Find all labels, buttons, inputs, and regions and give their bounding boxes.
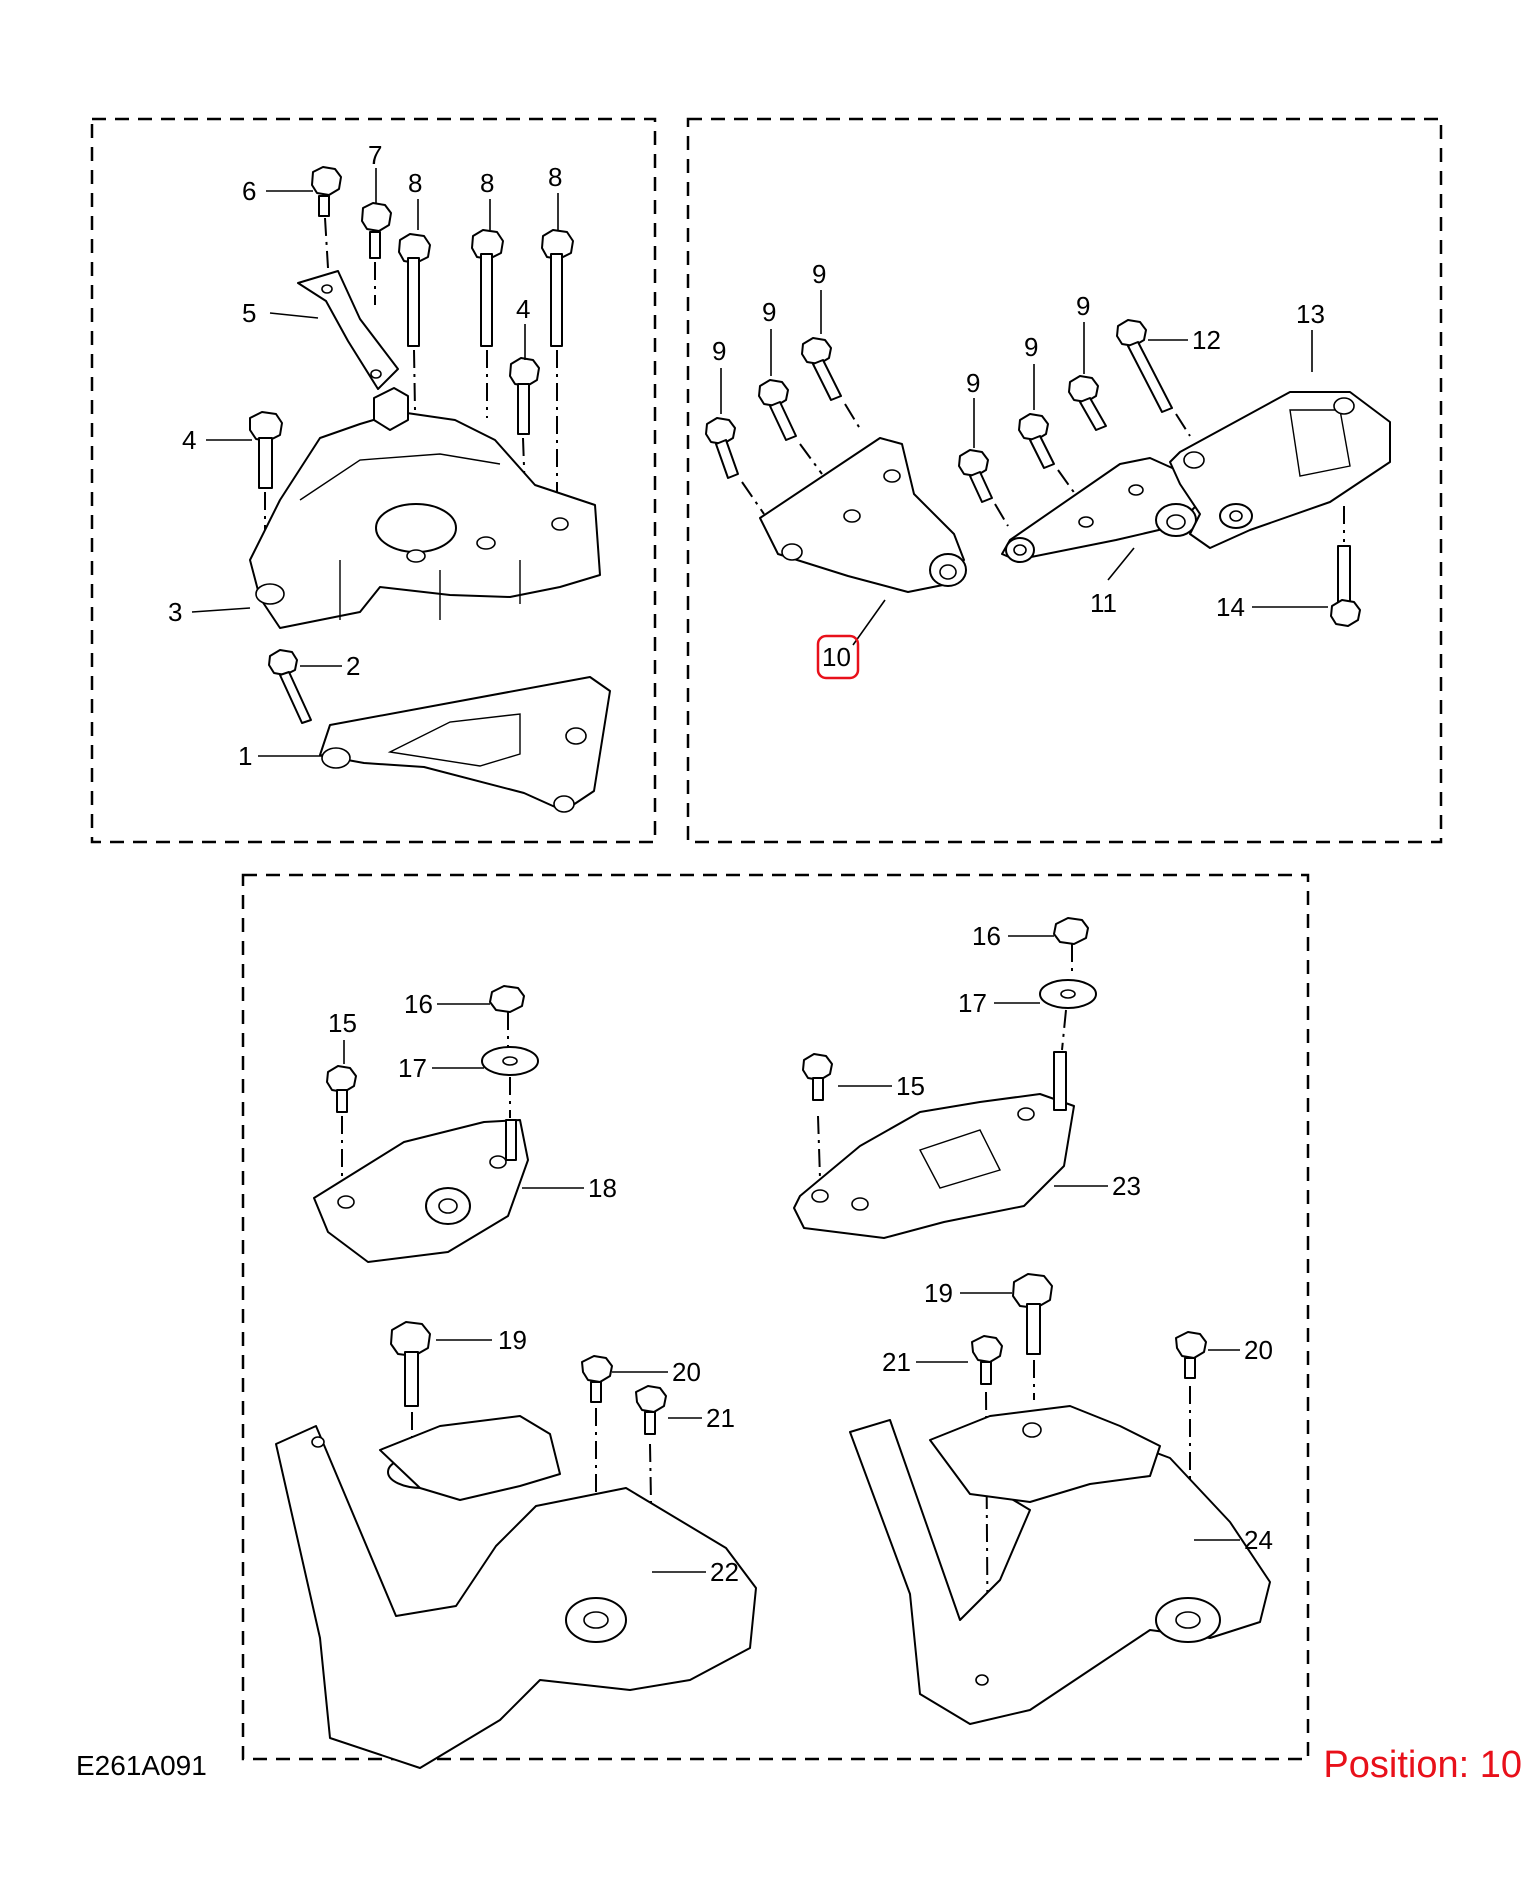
callout-22: 22 (710, 1557, 739, 1587)
bracket-23 (793, 1051, 1075, 1239)
callout-5: 5 (242, 298, 256, 328)
callout-17-left: 17 (398, 1053, 427, 1083)
callout-8-middle: 8 (480, 168, 494, 198)
engine-mount-3 (249, 387, 601, 629)
callout-4-right: 4 (516, 294, 530, 324)
callout-9-c: 9 (812, 259, 826, 289)
bolt-9-e (1018, 413, 1079, 499)
bolt-19-right (1012, 1273, 1053, 1400)
bolt-20-right (1175, 1331, 1207, 1568)
callout-16-right: 16 (972, 921, 1001, 951)
callout-16-left: 16 (404, 989, 433, 1019)
bracket-5 (297, 270, 399, 390)
panel-top-left (90, 117, 657, 844)
figure-code: E261A091 (76, 1750, 207, 1781)
callout-9-d: 9 (966, 368, 980, 398)
callout-21-left: 21 (706, 1403, 735, 1433)
mount-bracket-assembly (275, 917, 1271, 1769)
callout-15-right: 15 (896, 1071, 925, 1101)
callout-18: 18 (588, 1173, 617, 1203)
callout-24: 24 (1244, 1525, 1273, 1555)
callout-11: 11 (1090, 588, 1117, 618)
callout-9-f: 9 (1076, 291, 1090, 321)
callout-13: 13 (1296, 299, 1325, 329)
callout-14: 14 (1216, 592, 1245, 622)
bolt-6 (311, 166, 342, 269)
callout-6: 6 (242, 176, 256, 206)
callout-8-left: 8 (408, 168, 422, 198)
callout-1: 1 (238, 741, 252, 771)
callout-20-left: 20 (672, 1357, 701, 1387)
bracket-10 (759, 437, 967, 593)
callout-labels: 6 7 8 8 8 4 5 4 3 2 1 9 9 9 9 9 9 12 13 … (168, 140, 1325, 1587)
callout-9-a: 9 (712, 336, 726, 366)
bolt-15-left (326, 1065, 357, 1178)
bolt-9-d (958, 449, 1009, 527)
nut-16-right (1053, 917, 1089, 972)
bolt-8-right (541, 229, 574, 495)
bolt-14 (1330, 506, 1361, 627)
bracket-18 (313, 1119, 529, 1263)
washer-17-left (481, 1046, 539, 1118)
bolt-7 (361, 202, 392, 305)
position-label: Position: 10 (1323, 1744, 1522, 1786)
callout-3: 3 (168, 597, 182, 627)
callout-7: 7 (368, 140, 382, 170)
panel-bottom (241, 873, 1310, 1761)
callout-17-right: 17 (958, 988, 987, 1018)
callout-9-b: 9 (762, 297, 776, 327)
callout-4-left: 4 (182, 425, 196, 455)
callout-20-right: 20 (1244, 1335, 1273, 1365)
callout-21-right: 21 (882, 1347, 911, 1377)
bolt-15-right (802, 1053, 833, 1179)
torque-rod-assembly (705, 319, 1391, 627)
bolt-9-a (705, 417, 765, 515)
callout-8-right: 8 (548, 162, 562, 192)
bolt-9-b (758, 379, 823, 475)
callout-19-right: 19 (924, 1278, 953, 1308)
bracket-1 (319, 676, 611, 813)
callout-9-e: 9 (1024, 332, 1038, 362)
panel-top-right (686, 117, 1443, 844)
bolt-9-f (1068, 375, 1107, 431)
rear-mount-13 (1169, 391, 1391, 549)
callout-10-highlight (816, 634, 860, 680)
bolt-2 (268, 649, 312, 724)
callout-2: 2 (346, 651, 360, 681)
nut-16-left (489, 985, 525, 1048)
mount-22 (275, 1415, 757, 1769)
callout-15-left: 15 (328, 1008, 357, 1038)
torque-rod-11 (1001, 457, 1197, 563)
washer-17-right (1039, 979, 1097, 1051)
bolt-12 (1116, 319, 1191, 437)
bolt-19-left (390, 1321, 431, 1464)
bolt-8-middle (471, 229, 504, 418)
engine-mount-assembly (249, 166, 611, 813)
callout-10: 10 (822, 642, 851, 672)
callout-12: 12 (1192, 325, 1221, 355)
callout-19-left: 19 (498, 1325, 527, 1355)
leader-lines (191, 168, 1328, 1573)
callout-23: 23 (1112, 1171, 1141, 1201)
bolt-9-c (801, 337, 863, 433)
mount-24 (849, 1405, 1271, 1725)
